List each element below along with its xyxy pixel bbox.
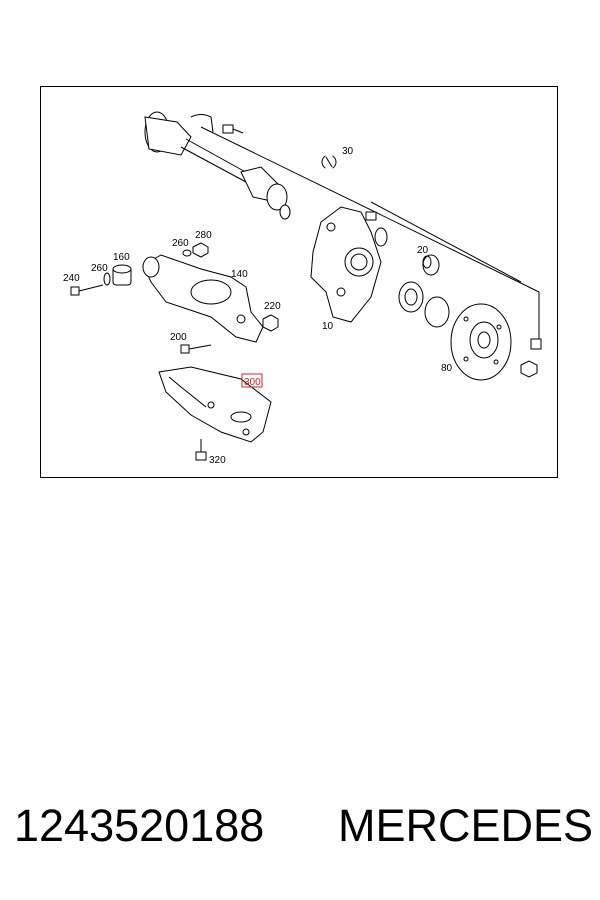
drive-shaft [144, 111, 291, 220]
callout-260-left: 260 [91, 263, 108, 274]
arm-bushing [112, 264, 132, 286]
wrench-icon [321, 154, 337, 170]
parts-diagram: 30 20 10 80 140 160 240 260 260 280 220 … [40, 86, 558, 478]
callout-10: 10 [322, 321, 334, 332]
callout-240: 240 [63, 273, 80, 284]
callout-140: 140 [231, 269, 248, 280]
screw-320 [195, 439, 207, 461]
callout-80: 80 [441, 363, 453, 374]
shaft-bolt [222, 124, 244, 134]
brand-name: MERCEDES [338, 800, 594, 851]
callout-30: 30 [342, 146, 354, 157]
callout-300: 300 [244, 377, 261, 388]
wheel-hub [450, 303, 512, 381]
callout-220: 220 [264, 301, 281, 312]
cover-plate [158, 366, 272, 443]
callout-20: 20 [417, 245, 429, 256]
washer [103, 272, 111, 286]
wheel-carrier [310, 206, 388, 323]
callout-280: 280 [195, 230, 212, 241]
hub-nuts [520, 338, 542, 378]
bolt-240 [70, 284, 104, 296]
bush [422, 254, 440, 276]
bolt-200 [180, 344, 212, 354]
top-nuts [182, 242, 209, 258]
footer: 1243520188 MERCEDES [14, 800, 594, 860]
control-arm [142, 254, 264, 343]
highlight-box [241, 373, 263, 388]
exploded-view-drawing: 30 20 10 80 140 160 240 260 260 280 220 … [63, 111, 542, 466]
callout-160: 160 [113, 252, 130, 263]
nut-220 [262, 314, 279, 332]
part-number: 1243520188 [14, 800, 265, 851]
reference-lines [200, 126, 540, 342]
callout-200: 200 [170, 332, 187, 343]
callout-320: 320 [209, 455, 226, 466]
wheel-bearing [398, 281, 450, 328]
callout-260-top: 260 [172, 238, 189, 249]
